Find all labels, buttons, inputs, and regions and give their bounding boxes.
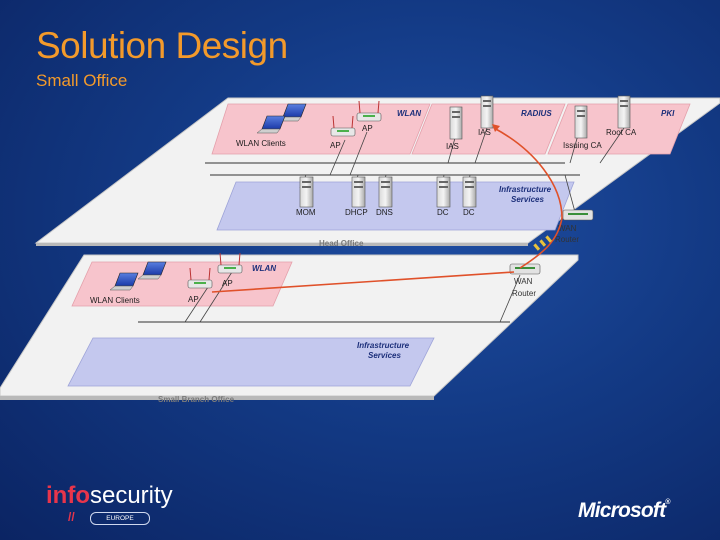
router-icon bbox=[562, 209, 594, 221]
logo-security-text: security bbox=[89, 482, 173, 509]
head-pki-zone-label: PKI bbox=[661, 109, 675, 118]
router-icon bbox=[509, 263, 541, 275]
logo-info-text: info bbox=[46, 482, 90, 509]
microsoft-logo: Microsoft® bbox=[578, 499, 671, 523]
head-mom-label: MOM bbox=[296, 208, 316, 217]
dc-server-icon bbox=[436, 176, 451, 208]
head-office-label: Head Office bbox=[319, 239, 364, 248]
dns-server-icon bbox=[378, 176, 393, 208]
access-point-icon bbox=[356, 100, 382, 122]
dc-server-icon bbox=[462, 176, 477, 208]
wan-tunnel-link bbox=[519, 217, 563, 269]
head-wlan-zone-label: WLAN bbox=[397, 109, 421, 118]
branch-wlan-zone-label: WLAN bbox=[252, 264, 276, 273]
slide-title: Solution Design bbox=[36, 25, 288, 66]
ias-server-icon bbox=[480, 95, 494, 129]
branch-infra-label-line1: Infrastructure bbox=[357, 341, 410, 350]
head-ap-top-label: AP bbox=[362, 124, 373, 133]
issuing-ca-server-icon bbox=[574, 105, 588, 139]
head-office-floor: WLAN Clients AP AP WLAN IAS bbox=[34, 95, 720, 248]
ias-server-icon bbox=[449, 106, 463, 140]
branch-office-floor: WLAN Clients AP AP WLAN Infrastructure S… bbox=[0, 252, 579, 404]
dhcp-server-icon bbox=[351, 176, 366, 208]
head-dc2-label: DC bbox=[463, 208, 475, 217]
head-dhcp-label: DHCP bbox=[345, 208, 368, 217]
head-issuing-ca-label: Issuing CA bbox=[563, 141, 602, 150]
radius-auth-link bbox=[493, 127, 563, 219]
branch-ap-bottom-label: AP bbox=[188, 295, 199, 304]
laptop-icon bbox=[137, 261, 167, 280]
arrow-icon bbox=[492, 124, 500, 132]
branch-wan-label-line2: Router bbox=[512, 289, 536, 298]
slide-subtitle: Small Office bbox=[36, 71, 128, 90]
microsoft-logo-text: Microsoft bbox=[578, 499, 666, 522]
laptop-icon bbox=[256, 115, 286, 134]
branch-ap-to-wan-link bbox=[211, 271, 515, 293]
mom-server-icon bbox=[299, 176, 314, 208]
head-wlan-clients-label: WLAN Clients bbox=[236, 139, 286, 148]
laptop-icon bbox=[277, 103, 307, 122]
head-root-ca-label: Root CA bbox=[606, 128, 637, 137]
branch-ap-top-label: AP bbox=[222, 279, 233, 288]
head-wan-label-line2: Router bbox=[555, 235, 579, 244]
head-wan-label-line1: WAN bbox=[558, 224, 577, 233]
logo-europe-badge: EUROPE bbox=[90, 512, 150, 525]
head-infra-label-line2: Services bbox=[511, 195, 544, 204]
head-ap-bottom-label: AP bbox=[330, 141, 341, 150]
head-infra-label-line1: Infrastructure bbox=[499, 185, 552, 194]
access-point-icon bbox=[217, 252, 243, 274]
head-radius-zone-label: RADIUS bbox=[521, 109, 552, 118]
head-ias-bottom-label: IAS bbox=[446, 142, 459, 151]
branch-infra-label-line2: Services bbox=[368, 351, 401, 360]
branch-infra-zone bbox=[67, 337, 435, 387]
laptop-icon bbox=[109, 272, 139, 291]
root-ca-server-icon bbox=[617, 95, 631, 129]
tunnel-icon bbox=[533, 235, 553, 251]
branch-wan-label-line1: WAN bbox=[514, 277, 533, 286]
infosecurity-logo: infosecurity // EUROPE bbox=[46, 482, 173, 525]
access-point-icon bbox=[330, 115, 356, 137]
access-point-icon bbox=[187, 267, 213, 289]
head-dns-label: DNS bbox=[376, 208, 393, 217]
branch-wlan-clients-label: WLAN Clients bbox=[90, 296, 140, 305]
branch-office-label: Small Branch Office bbox=[158, 395, 235, 404]
logo-slash-mark: // bbox=[68, 510, 75, 524]
head-ias-top-label: IAS bbox=[478, 128, 491, 137]
head-dc1-label: DC bbox=[437, 208, 449, 217]
microsoft-tm-mark: ® bbox=[665, 499, 670, 506]
